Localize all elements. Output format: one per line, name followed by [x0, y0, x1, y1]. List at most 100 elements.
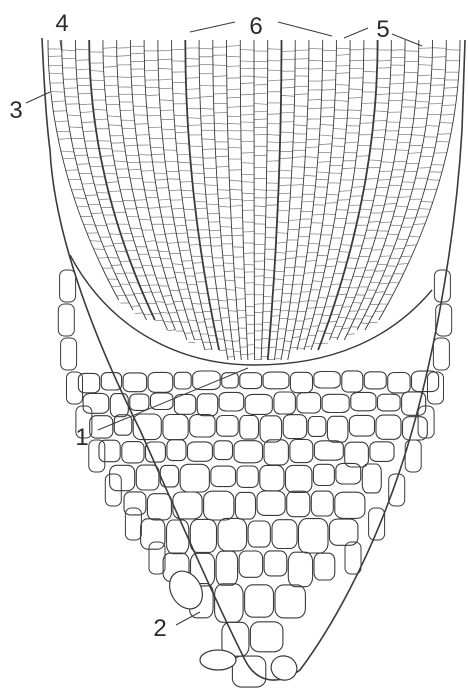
cell-wall — [254, 312, 263, 313]
cell-wall — [206, 194, 218, 195]
cell-wall — [111, 201, 123, 202]
label-4: 4 — [55, 10, 68, 37]
cell-wall — [204, 267, 214, 268]
cell-wall — [316, 179, 328, 180]
cell-wall — [317, 255, 328, 256]
cell-wall — [255, 348, 262, 349]
cell-wall — [152, 162, 165, 163]
cell-wall — [277, 339, 285, 340]
cell-wall — [112, 151, 125, 152]
label-2: 2 — [153, 615, 166, 642]
cell-wall — [397, 142, 410, 143]
cell-wall — [230, 322, 238, 323]
cell-wall — [165, 161, 178, 162]
cell-wall — [142, 265, 152, 266]
cell-wall — [387, 122, 400, 123]
cell-wall — [262, 338, 270, 339]
cell-wall — [77, 206, 89, 207]
cell-wall — [242, 193, 254, 194]
cell-wall — [91, 89, 105, 90]
cell-wall — [405, 51, 419, 52]
cell-wall — [88, 157, 101, 158]
cell-wall — [387, 266, 397, 267]
cell-wall — [254, 68, 268, 69]
cell-wall — [321, 116, 334, 117]
cell-wall — [336, 66, 350, 67]
cell-wall — [160, 258, 170, 259]
cell-wall — [231, 218, 243, 219]
cell-wall — [379, 171, 392, 172]
cell-wall — [210, 342, 217, 343]
cell-wall — [227, 78, 241, 79]
cell-wall — [237, 310, 246, 311]
cell-wall — [191, 165, 204, 166]
cell-wall — [400, 189, 412, 190]
cell-wall — [254, 285, 264, 286]
cell-wall — [117, 48, 131, 49]
cell-wall — [351, 327, 359, 328]
cell-wall — [247, 345, 254, 346]
cell-wall — [245, 283, 255, 284]
cell-wall — [305, 167, 318, 168]
cell-wall — [337, 262, 347, 263]
cell-wall — [233, 247, 244, 248]
cell-wall — [136, 135, 149, 136]
cell-wall — [120, 110, 133, 111]
cell-wall — [364, 238, 375, 239]
cell-wall — [301, 292, 310, 293]
cell-wall — [266, 227, 277, 228]
cell-wall — [147, 115, 160, 116]
cell-wall — [208, 213, 220, 214]
cell-wall — [201, 303, 210, 304]
cell-wall — [200, 85, 214, 86]
cell-wall — [333, 227, 344, 228]
cell-wall — [158, 59, 172, 60]
cell-wall — [145, 190, 157, 191]
cell-wall — [105, 85, 119, 86]
cell-wall — [404, 218, 416, 219]
cell-wall — [111, 143, 124, 144]
cell-wall — [323, 50, 337, 51]
label-5: 5 — [376, 16, 389, 43]
cell-wall — [148, 127, 161, 128]
cell-wall — [281, 302, 290, 303]
label-6: 6 — [249, 13, 262, 40]
cell-wall — [177, 154, 190, 155]
cell-wall — [242, 200, 254, 201]
cell-wall — [229, 170, 242, 171]
cell-wall — [48, 56, 62, 57]
cell-wall — [135, 124, 148, 125]
cell-wall — [164, 150, 177, 151]
cell-wall — [125, 295, 134, 296]
cell-wall — [82, 184, 94, 185]
cell-wall — [281, 112, 294, 113]
cell-file-line — [254, 40, 255, 360]
cell-wall — [246, 306, 255, 307]
cell-wall — [243, 232, 254, 233]
cell-wall — [309, 243, 320, 244]
cell-wall — [266, 205, 278, 206]
label-3: 3 — [9, 97, 22, 124]
cell-wall — [419, 48, 433, 49]
sloughed-cap-cell — [200, 650, 236, 670]
cell-wall — [241, 94, 255, 95]
cell-wall — [64, 88, 78, 89]
cell-wall — [223, 263, 233, 264]
cell-wall — [268, 70, 282, 71]
cell-wall — [72, 189, 84, 190]
cell-wall — [234, 269, 244, 270]
cell-wall — [228, 147, 241, 148]
label-1: 1 — [75, 424, 88, 451]
cell-wall — [112, 286, 122, 287]
cell-wall — [221, 235, 232, 236]
cell-wall — [380, 256, 391, 257]
cell-wall — [297, 311, 306, 312]
cell-wall — [350, 68, 364, 69]
cell-wall — [188, 237, 199, 238]
cell-wall — [163, 224, 174, 225]
cell-wall — [127, 216, 139, 217]
cell-wall — [350, 60, 364, 61]
cell-wall — [195, 201, 207, 202]
